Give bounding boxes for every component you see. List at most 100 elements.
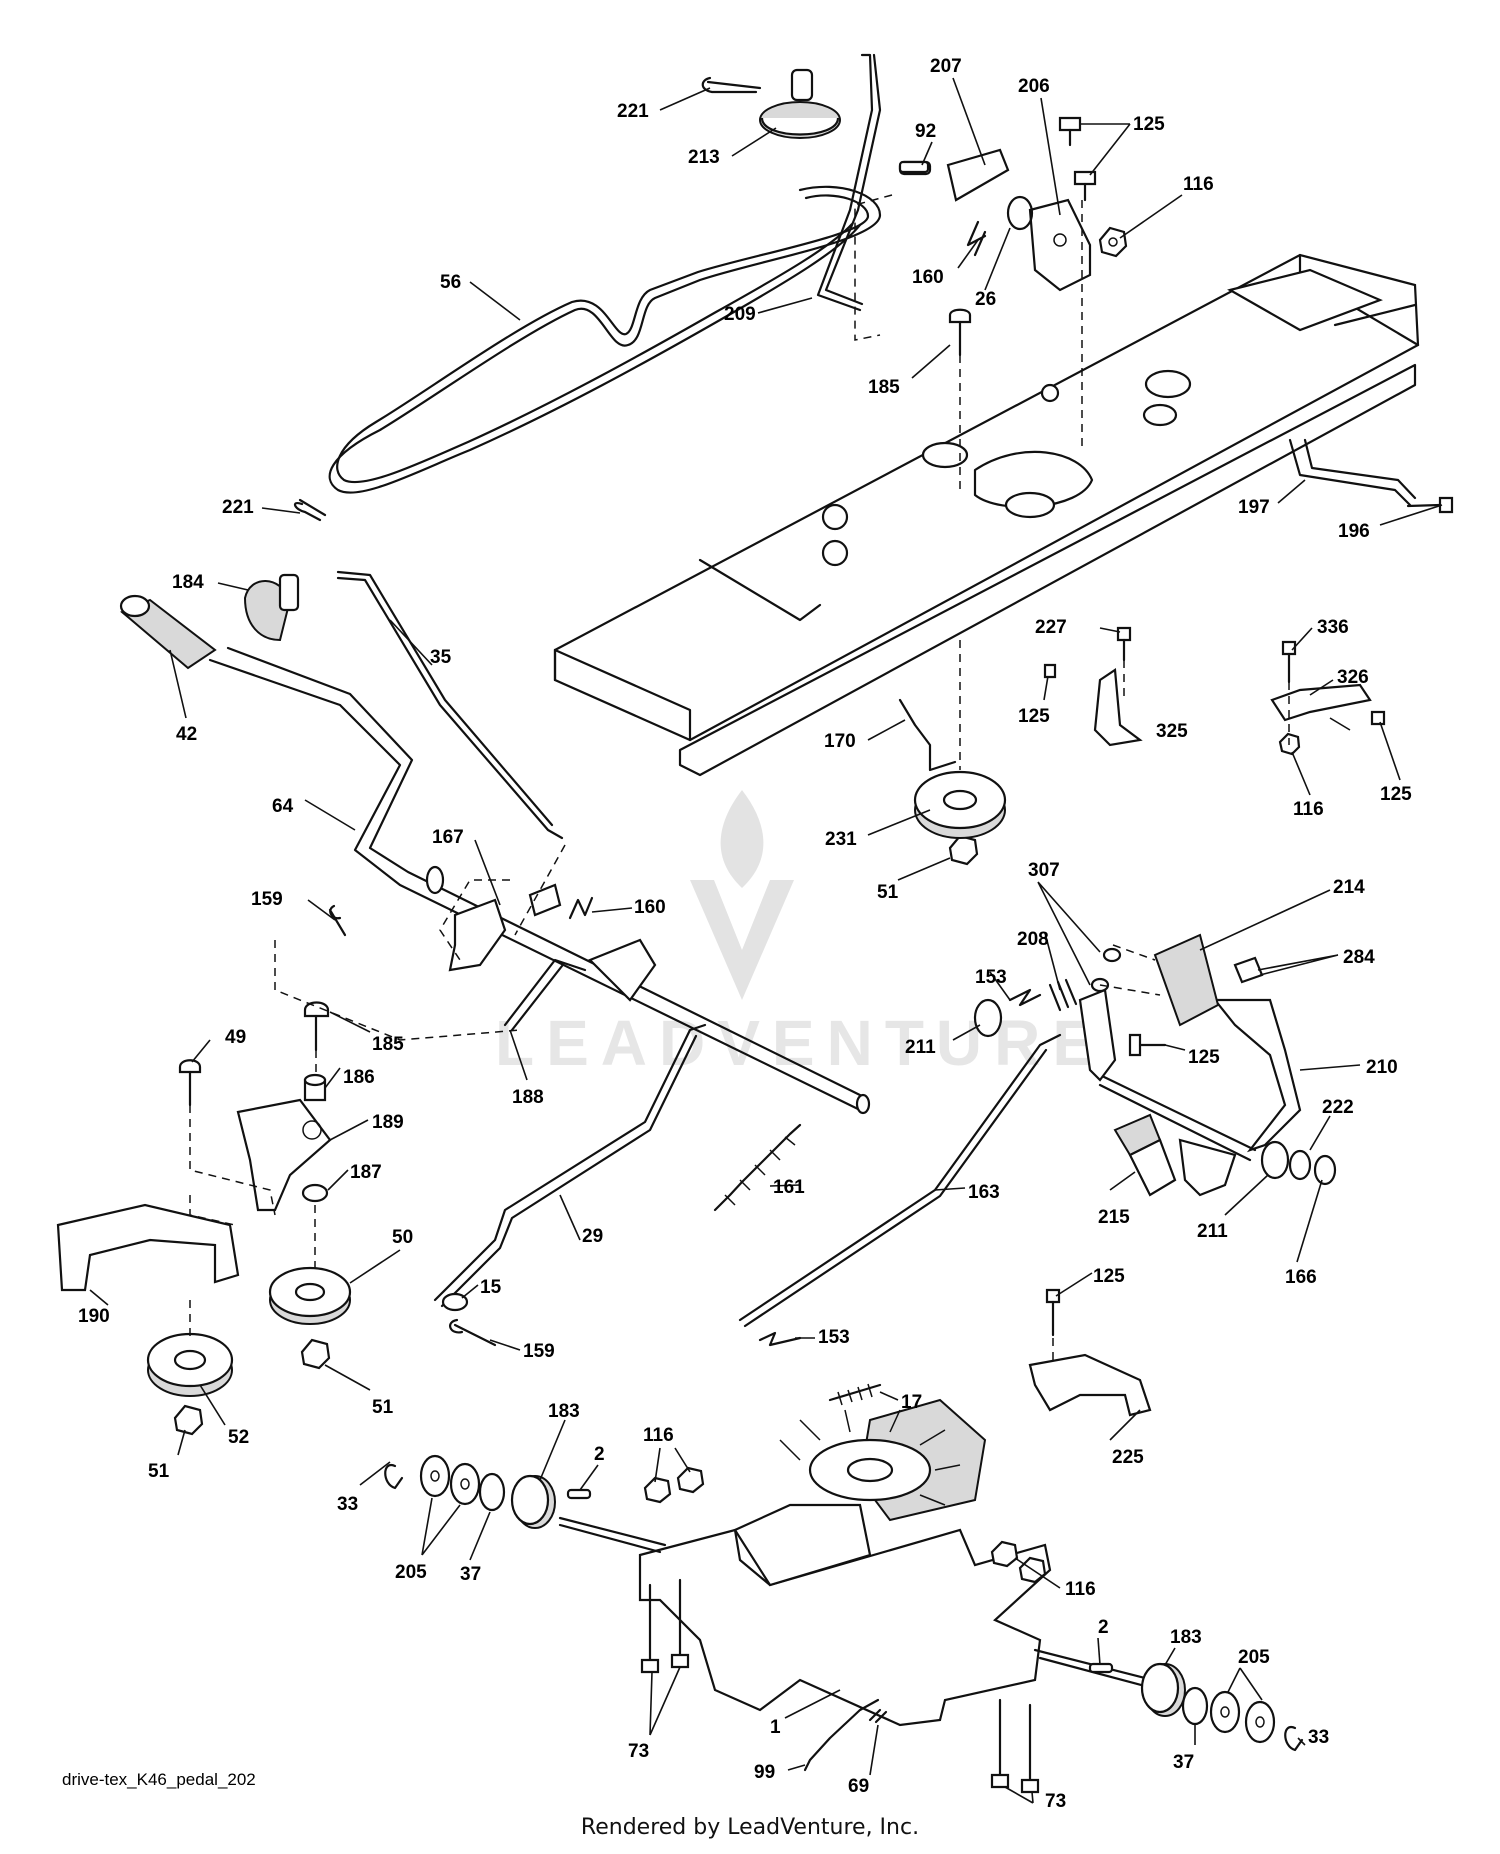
render-credit: Rendered by LeadVenture, Inc. <box>580 1815 920 1840</box>
part-51-nut-left[interactable] <box>173 1404 204 1436</box>
part-2-key-right[interactable] <box>1088 1662 1114 1674</box>
callout-207: 207 <box>930 56 962 77</box>
part-205-washer-right-b[interactable] <box>1244 1700 1276 1744</box>
part-56-drive-belt[interactable] <box>328 185 882 494</box>
part-125-bolt-pivot[interactable] <box>1128 1033 1167 1057</box>
part-214-pedal-pad[interactable] <box>1153 933 1220 1027</box>
part-51-nut-mid[interactable] <box>300 1338 331 1370</box>
part-183-bearing-right[interactable] <box>1140 1662 1186 1717</box>
part-222-washer[interactable] <box>1288 1149 1312 1181</box>
part-37-washer-right[interactable] <box>1181 1686 1209 1726</box>
callout-213: 213 <box>688 147 720 168</box>
part-185-bolt[interactable] <box>303 1001 330 1052</box>
part-188-link[interactable] <box>503 938 657 1032</box>
part-184-knob[interactable] <box>243 573 300 642</box>
part-37-washer-left[interactable] <box>478 1472 506 1512</box>
part-26-ring[interactable] <box>1006 195 1034 231</box>
part-52-pulley[interactable] <box>146 1332 234 1397</box>
part-170-spring[interactable] <box>898 698 957 772</box>
part-326-bracket[interactable] <box>1270 683 1372 722</box>
part-231-pulley[interactable] <box>913 770 1007 839</box>
part-73-bolt-left[interactable] <box>640 1578 690 1674</box>
callout-116-left: 116 <box>643 1425 674 1446</box>
part-163-rod[interactable] <box>738 1033 1062 1328</box>
part-183-bearing-left[interactable] <box>510 1474 556 1529</box>
callout-1: 1 <box>770 1717 781 1738</box>
part-125-bolt-225[interactable] <box>1045 1288 1061 1337</box>
part-207-link[interactable] <box>898 148 1010 202</box>
part-159-cotter[interactable] <box>449 1318 497 1347</box>
callout-153-lower: 153 <box>818 1327 850 1348</box>
part-227-bolt[interactable] <box>1116 626 1132 662</box>
part-116-nut-left[interactable] <box>643 1466 705 1504</box>
part-189-plate[interactable] <box>236 1098 332 1212</box>
part-166-washer[interactable] <box>1313 1154 1337 1186</box>
part-33-clip-left[interactable] <box>384 1463 404 1490</box>
part-221-clip[interactable] <box>293 498 327 522</box>
part-49-bolt[interactable] <box>178 1059 202 1107</box>
part-frame[interactable] <box>553 253 1420 777</box>
part-336-bolt[interactable] <box>1281 640 1297 684</box>
part-153-clip[interactable] <box>758 1331 802 1347</box>
callout-214: 214 <box>1333 877 1365 898</box>
part-160-clip[interactable] <box>568 896 594 920</box>
callout-64: 64 <box>272 796 294 817</box>
part-125-bolt-325[interactable] <box>1043 663 1057 679</box>
part-50-pulley[interactable] <box>268 1266 352 1325</box>
part-160-clip-top[interactable] <box>966 220 987 257</box>
part-211-bushing-right[interactable] <box>1260 1140 1290 1180</box>
part-196-bolt[interactable] <box>1406 496 1454 514</box>
part-125-bolt-top[interactable] <box>1058 116 1097 202</box>
part-187-washer[interactable] <box>301 1183 329 1203</box>
part-215-pad[interactable] <box>1113 1113 1177 1197</box>
part-99-rod[interactable] <box>803 1698 880 1772</box>
part-33-clip-right[interactable] <box>1284 1725 1304 1752</box>
part-197-rod[interactable] <box>1288 438 1417 507</box>
part-225-bracket[interactable] <box>1028 1353 1152 1417</box>
part-186-bushing[interactable] <box>303 1073 327 1102</box>
callout-227: 227 <box>1035 617 1067 638</box>
part-190-guard[interactable] <box>56 1203 240 1292</box>
part-153-clip-top[interactable] <box>1008 988 1042 1007</box>
part-205-washer-right-a[interactable] <box>1209 1690 1241 1734</box>
part-161-spring[interactable] <box>713 1123 802 1212</box>
callout-99: 99 <box>754 1762 775 1783</box>
part-206-bracket[interactable] <box>1028 198 1092 292</box>
part-208-spring[interactable] <box>1048 978 1078 1012</box>
callout-116: 116 <box>1183 174 1214 195</box>
part-92-pin[interactable] <box>898 160 930 174</box>
part-185-bolt-top[interactable] <box>948 308 972 357</box>
part-51-nut-right[interactable] <box>948 834 979 866</box>
part-1-transaxle[interactable] <box>558 1398 1147 1727</box>
part-35-rod[interactable] <box>336 570 564 840</box>
part-307-bolt[interactable] <box>1090 947 1122 993</box>
callout-51-left: 51 <box>148 1461 170 1482</box>
callout-69: 69 <box>848 1776 869 1797</box>
part-17-spring[interactable] <box>828 1383 882 1406</box>
part-29-rod[interactable] <box>433 1023 707 1308</box>
part-209-lever[interactable] <box>816 53 882 312</box>
part-42-grip[interactable] <box>119 594 217 670</box>
part-205-washer-left-a[interactable] <box>419 1454 451 1498</box>
part-2-key-left[interactable] <box>566 1488 592 1500</box>
callout-37-right: 37 <box>1173 1752 1194 1773</box>
part-167-arm[interactable] <box>448 883 562 972</box>
part-284-clip[interactable] <box>1233 956 1264 984</box>
part-159-cotter-top[interactable] <box>328 904 347 937</box>
callout-187: 187 <box>350 1162 382 1183</box>
part-69-clip[interactable] <box>868 1708 888 1724</box>
part-221-clip-top[interactable] <box>701 76 762 94</box>
part-15-washer[interactable] <box>441 1292 469 1312</box>
part-211-bushing-left[interactable] <box>973 998 1003 1038</box>
part-73-bolt-right[interactable] <box>990 1698 1040 1794</box>
callout-186: 186 <box>343 1067 375 1088</box>
part-125-bolt-326[interactable] <box>1370 710 1386 726</box>
watermark-text: LEADVENTURE <box>495 1007 1107 1079</box>
part-325-bracket[interactable] <box>1093 668 1143 747</box>
part-205-washer-left-b[interactable] <box>449 1462 481 1506</box>
callout-15: 15 <box>480 1277 502 1298</box>
part-116-nut-top[interactable] <box>1098 226 1128 258</box>
part-213-knob[interactable] <box>759 68 841 139</box>
callout-160-lower: 160 <box>634 897 666 918</box>
callout-163: 163 <box>968 1182 1000 1203</box>
